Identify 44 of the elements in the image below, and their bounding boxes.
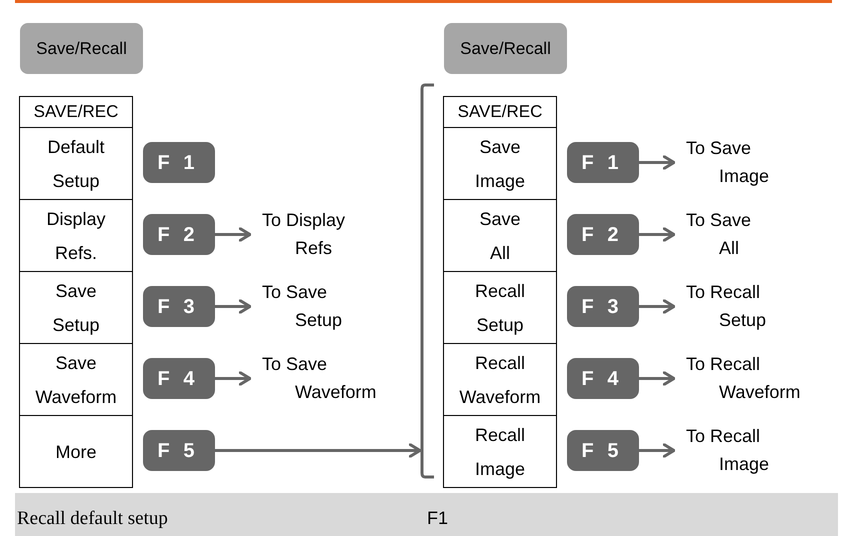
front-panel-key: Save/Recall <box>444 23 567 74</box>
arrow <box>639 443 676 458</box>
menu-target-text: To Display Refs <box>250 206 375 262</box>
menu-item: Recall Image <box>443 415 557 488</box>
menu-item: Recall Waveform <box>443 343 557 416</box>
function-key: F 2 <box>143 214 215 255</box>
menu-item: More <box>19 415 133 488</box>
function-key: F 5 <box>567 430 639 471</box>
arrow <box>639 155 676 170</box>
menu-target-text: To Recall Image <box>674 422 800 478</box>
menu-title: SAVE/REC <box>19 96 133 128</box>
arrow <box>639 299 676 314</box>
function-key: F 4 <box>143 358 215 399</box>
function-key: F 3 <box>567 286 639 327</box>
arrow <box>639 371 676 386</box>
arrow <box>639 227 676 242</box>
menu-title: SAVE/REC <box>443 96 557 128</box>
function-key: F 2 <box>567 214 639 255</box>
menu-item: Recall Setup <box>443 271 557 344</box>
menu-item: Default Setup <box>19 127 133 200</box>
menu-target-text: To Save Setup <box>250 278 368 334</box>
front-panel-key: Save/Recall <box>20 23 143 74</box>
description-text: Recall default setup <box>17 507 168 531</box>
menu-item: Save All <box>443 199 557 272</box>
menu-target-text: To Save Image <box>674 134 794 190</box>
function-key: F 1 <box>143 142 215 183</box>
function-key: F 1 <box>567 142 639 183</box>
arrow <box>215 371 252 386</box>
arrow <box>215 443 422 458</box>
bracket <box>420 84 436 478</box>
menu-item: Save Image <box>443 127 557 200</box>
menu-item: Save Setup <box>19 271 133 344</box>
arrow <box>215 299 252 314</box>
menu-target-text: To Recall Waveform <box>674 350 824 406</box>
function-key: F 5 <box>143 430 215 471</box>
menu-item: Save Waveform <box>19 343 133 416</box>
key-text: F1 <box>427 507 448 530</box>
menu-target-text: To Save Waveform <box>250 350 400 406</box>
arrow <box>215 227 252 242</box>
menu-item: Display Refs. <box>19 199 133 272</box>
function-key: F 4 <box>567 358 639 399</box>
function-key: F 3 <box>143 286 215 327</box>
menu-target-text: To Save All <box>674 206 770 262</box>
menu-target-text: To Recall Setup <box>674 278 800 334</box>
